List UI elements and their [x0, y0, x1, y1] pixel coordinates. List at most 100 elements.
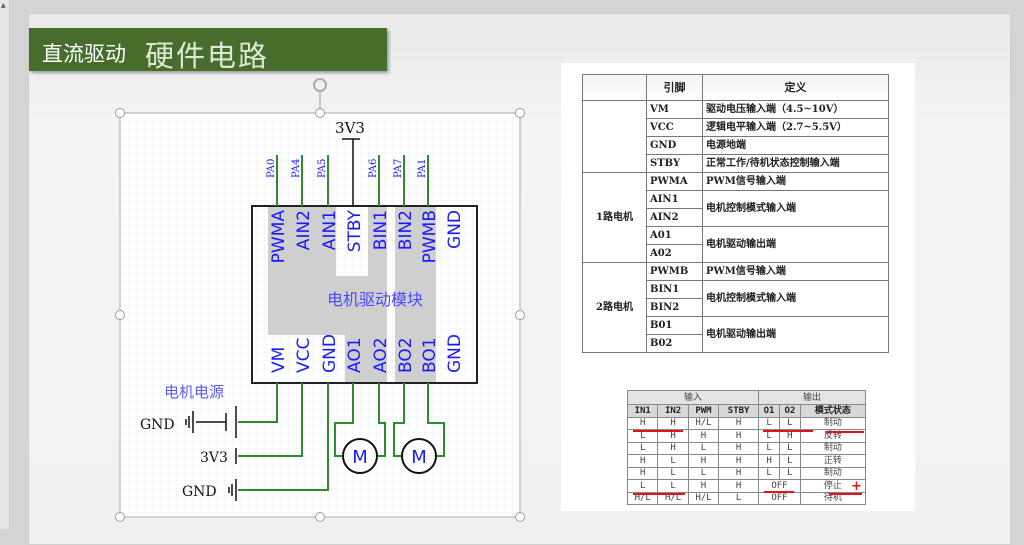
pin-cell: BIN1 — [646, 280, 703, 299]
header-cell: PWM — [687, 404, 720, 418]
truth-cell: H — [718, 454, 760, 468]
chip-pin-label: GND — [445, 210, 465, 249]
truth-cell: L — [758, 441, 780, 455]
truth-cell: L — [778, 454, 801, 468]
red-underline-annotation — [829, 493, 862, 495]
ground-symbol-icon — [185, 411, 194, 433]
truth-cell: L — [687, 466, 720, 480]
truth-cell: H — [718, 441, 760, 455]
rotate-handle-icon[interactable] — [313, 78, 327, 92]
def-cell: 电机控制模式输入端 — [702, 190, 889, 227]
motor-power-label: 电机电源 — [164, 383, 224, 401]
truth-cell: 制动 — [799, 416, 867, 430]
truth-cell: H — [657, 416, 689, 430]
truth-cell: H — [626, 416, 659, 430]
red-underline-annotation — [633, 493, 685, 495]
motor-a: M — [342, 438, 378, 474]
chip-pin-label: STBY — [345, 209, 365, 252]
def-cell: 电机驱动输出端 — [702, 226, 889, 263]
vertical-scrollbar[interactable]: ▲ — [0, 0, 10, 529]
motor-symbol: M — [352, 447, 368, 468]
header-cell: IN2 — [657, 404, 689, 418]
pin-cell: VM — [646, 100, 703, 119]
header-cell: O2 — [778, 404, 801, 418]
pin-cell: PWMA — [646, 172, 703, 191]
pin-cell: AIN1 — [646, 190, 703, 209]
truth-cell: 制动 — [799, 441, 867, 455]
truth-cell: H — [718, 416, 760, 430]
mcu-pin-label: PA7 — [393, 159, 404, 178]
chip-pin-label: VM — [269, 347, 289, 373]
truth-cell: L — [657, 466, 689, 480]
mcu-pin-labels: PA0 PA4 PA5 PA6 PA7 PA1 — [266, 159, 428, 178]
truth-cell: L — [626, 479, 659, 493]
truth-cell: H — [718, 429, 760, 443]
pin-cell: B01 — [646, 316, 703, 335]
chip-pin-label: PWMB — [420, 210, 440, 263]
red-underline-annotation — [826, 431, 864, 433]
truth-group-row: 输入 输出 — [626, 390, 866, 405]
chip-pin-label: GND — [445, 334, 465, 373]
mcu-pin-label: PA0 — [266, 159, 277, 178]
truth-cell: L — [657, 454, 689, 468]
top-signal-wires — [276, 155, 429, 206]
truth-cell: H — [687, 479, 720, 493]
truth-cell: L — [758, 416, 780, 430]
chip-pin-label: AIN1 — [320, 210, 340, 250]
bottom-wires — [238, 383, 445, 491]
def-cell: 电源地端 — [702, 136, 889, 155]
title-part1: 直流驱动 — [42, 42, 126, 66]
truth-cell: L — [778, 466, 801, 480]
truth-header-row: IN1 IN2 PWM STBY O1 O2 模式状态 — [626, 404, 867, 418]
header-cell — [582, 74, 647, 101]
chip-pin-label: GND — [320, 334, 340, 373]
battery-icon — [196, 406, 237, 438]
truth-cell: OFF — [758, 491, 801, 505]
driver-module-box — [251, 205, 478, 384]
def-cell: PWM信号输入端 — [702, 262, 889, 281]
schematic-image[interactable]: 3V3 PA0 PA4 PA5 PA6 PA7 PA1 PWMA AIN2 AI… — [0, 0, 560, 529]
truth-cell: H — [626, 454, 659, 468]
resize-handles[interactable] — [115, 108, 525, 522]
chip-pin-label: BO1 — [420, 337, 440, 373]
scroll-up-arrow-icon[interactable]: ▲ — [1, 2, 6, 9]
table-row: B02 — [583, 334, 889, 353]
truth-cell: H — [718, 466, 760, 480]
group-output: 输出 — [758, 390, 866, 405]
top-pin-labels: PWMA AIN2 AIN1 STBY BIN1 BIN2 PWMB GND — [269, 209, 465, 263]
red-underline-annotation — [764, 491, 794, 493]
header-cell: 定义 — [702, 74, 889, 101]
def-cell: PWM信号输入端 — [702, 172, 889, 191]
red-underline-annotation — [633, 430, 683, 432]
slide-title[interactable]: 直流驱动 硬件电路 — [29, 28, 387, 73]
truth-cell: L — [718, 491, 760, 505]
motor-b: M — [401, 438, 437, 474]
group-input: 输入 — [626, 390, 760, 405]
truth-cell: 制动 — [799, 466, 867, 480]
truth-cell: H — [758, 454, 780, 468]
truth-cell: 正转 — [799, 454, 867, 468]
header-cell: IN1 — [626, 404, 659, 418]
module-label: 电机驱动模块 — [327, 290, 423, 309]
group-cell: 1路电机 — [582, 172, 647, 263]
mcu-pin-label: PA1 — [417, 159, 428, 178]
chip-pin-label: PWMA — [269, 210, 289, 264]
pin-cell: VCC — [646, 118, 703, 137]
supply-3v3-left-label: 3V3 — [200, 450, 228, 466]
header-cell: 引脚 — [646, 74, 703, 101]
pin-cell: AIN2 — [646, 208, 703, 227]
chip-shading — [268, 207, 436, 382]
def-cell: 电机控制模式输入端 — [702, 280, 889, 317]
chip-pin-label: VCC — [294, 338, 314, 373]
ground-symbol-icon — [228, 479, 237, 501]
truth-cell: L — [626, 441, 659, 455]
